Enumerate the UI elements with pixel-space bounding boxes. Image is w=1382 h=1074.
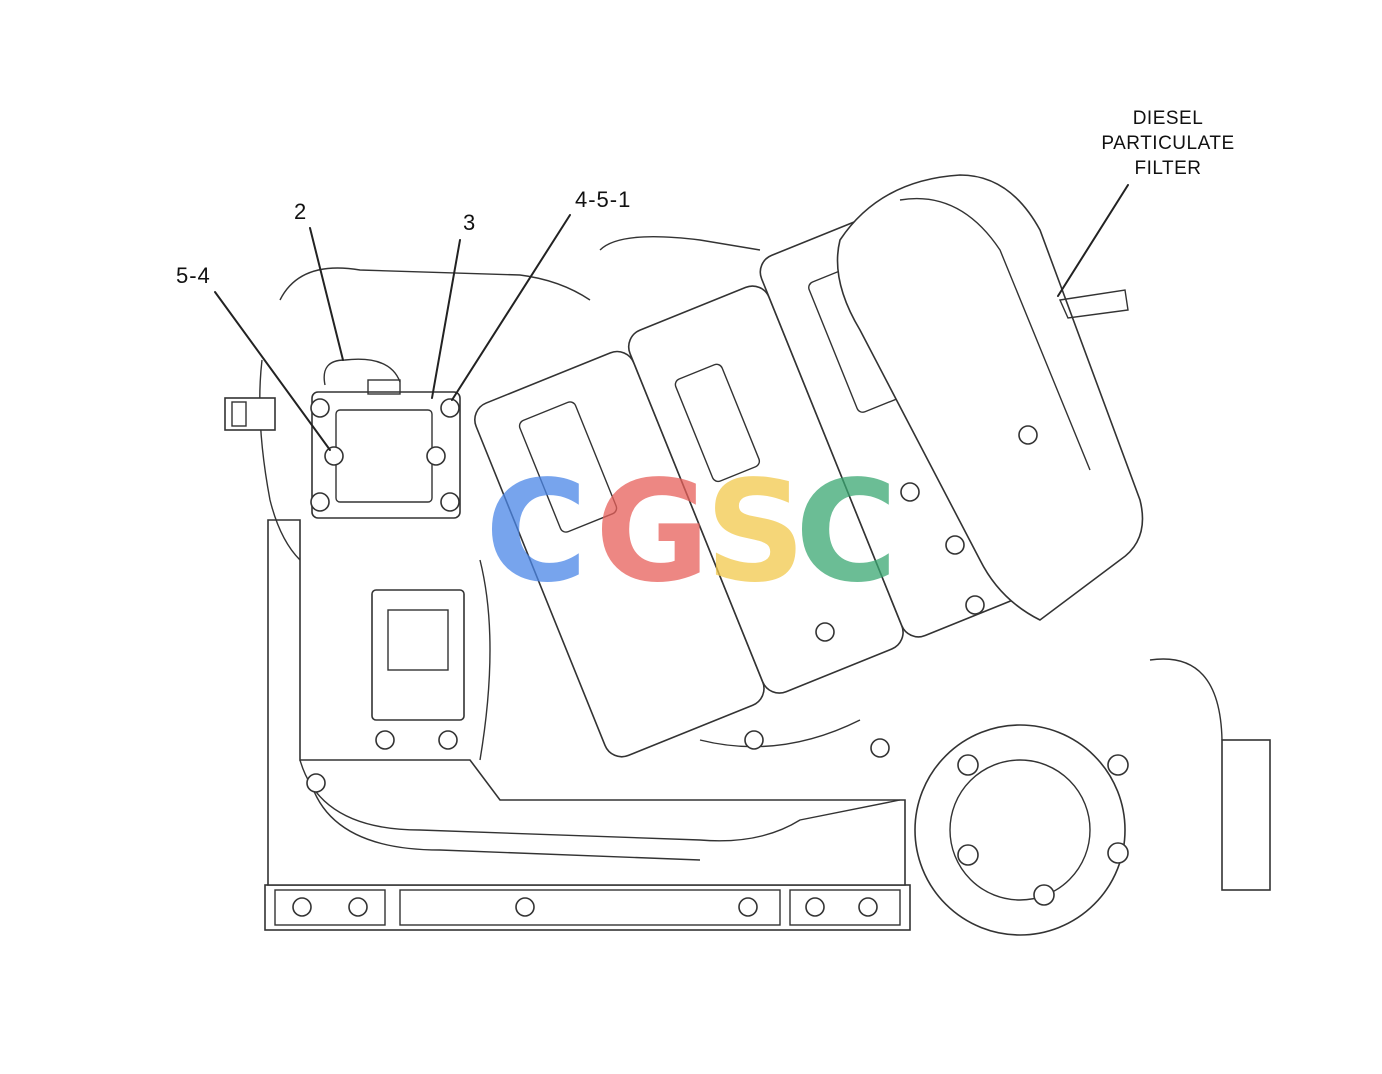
callout-4-5-1: 4-5-1 [575, 187, 631, 212]
dpf-label-line2: PARTICULATE [1101, 133, 1234, 154]
engine-drawing [224, 174, 1271, 936]
leader-line-2 [309, 227, 344, 361]
watermark-letter-1: C [485, 451, 588, 614]
dpf-label-line1: DIESEL [1133, 108, 1204, 129]
watermark-letter-4: C [795, 451, 898, 614]
leader-line-dpf [1057, 184, 1129, 297]
callout-5-4: 5-4 [176, 263, 211, 288]
callout-labels: 2 3 4-5-1 5-4 DIESEL PARTICULATE FILTER [176, 108, 1234, 288]
dpf-label-line3: FILTER [1134, 158, 1201, 179]
leader-line-4-5-1 [451, 214, 571, 401]
leader-line-3 [431, 239, 461, 399]
leader-line-5-4 [214, 291, 331, 451]
leader-lines [214, 184, 1129, 451]
watermark-letter-3: S [705, 451, 806, 614]
callout-3: 3 [463, 210, 476, 235]
watermark-letter-2: G [595, 451, 710, 614]
watermark: C G S C [485, 451, 898, 614]
callout-2: 2 [294, 199, 307, 224]
